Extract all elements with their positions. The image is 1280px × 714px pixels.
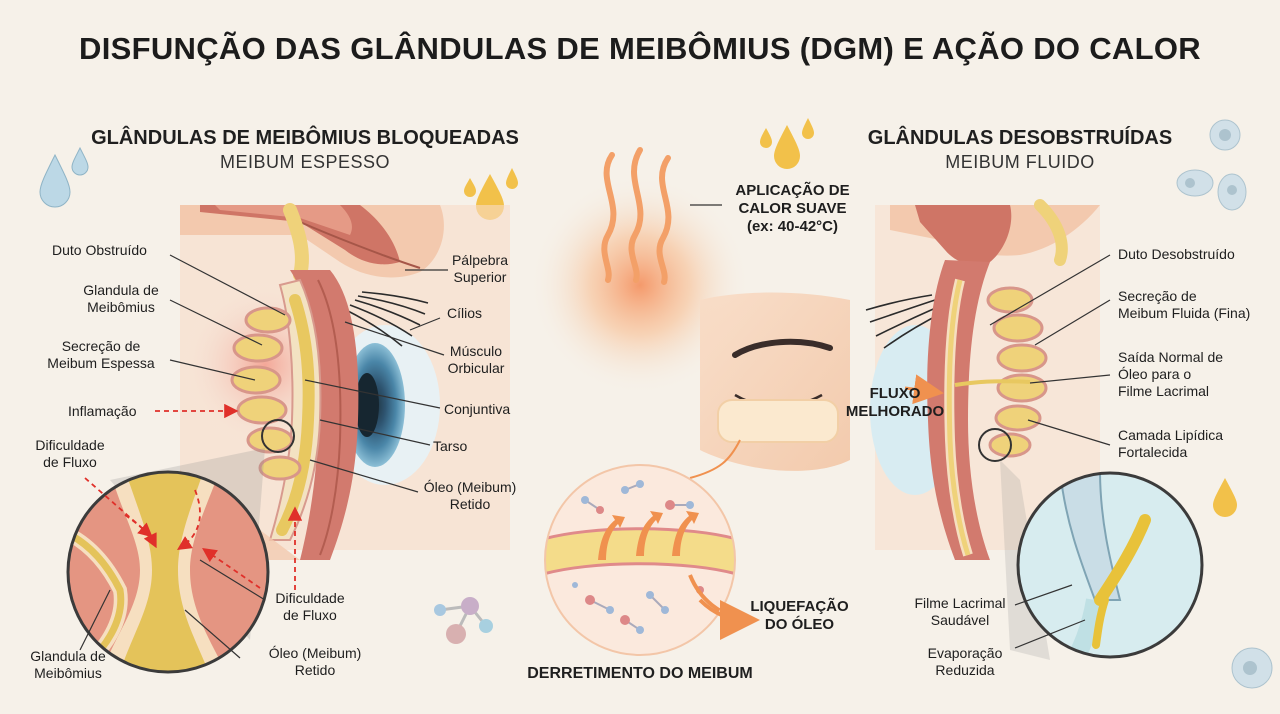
label-lashes: Cílios <box>447 305 483 321</box>
label-lipid-layer: Camada Lipídica Fortalecida <box>1118 427 1224 460</box>
label-tarsus: Tarso <box>433 438 468 454</box>
face <box>689 292 850 479</box>
zoom-label-reduced-evaporation: Evaporação Reduzida <box>927 645 1003 678</box>
left-subheading: MEIBUM ESPESSO <box>219 152 391 172</box>
zoom-label-flow-difficulty: Dificuldade de Fluxo <box>275 590 345 623</box>
melting-zoom-circle <box>544 464 760 656</box>
right-zoom-circle <box>1016 471 1204 659</box>
zoom-label-retained-oil: Óleo (Meibum) Retido <box>268 645 362 678</box>
cell-icon <box>1176 119 1273 689</box>
zoom-label-gland: Glandula de Meibômius <box>30 648 106 681</box>
label-flow-difficulty: Dificuldade de Fluxo <box>35 437 105 470</box>
leader-lines <box>79 204 1111 659</box>
label-duct-clear: Duto Desobstruído <box>1118 246 1235 262</box>
left-heading: GLÂNDULAS DE MEIBÔMIUS BLOQUEADAS <box>91 127 519 149</box>
label-thick-secretion: Secreção de Meibum Espessa <box>47 338 155 371</box>
flow-difficulty-arrows <box>84 403 303 590</box>
label-upper-eyelid: Pálpebra Superior <box>451 252 509 285</box>
heat-source <box>530 147 750 395</box>
label-meibum-melting: DERRETIMENTO DO MEIBUM <box>527 665 753 682</box>
label-duct-obstructed: Duto Obstruído <box>52 242 147 258</box>
label-normal-oil-exit: Saída Normal de Óleo para o Filme Lacrim… <box>1118 349 1224 399</box>
label-gland: Glandula de Meibômius <box>83 282 159 315</box>
page-title: DISFUNÇÃO DAS GLÂNDULAS DE MEIBÔMIUS (DG… <box>79 31 1201 66</box>
label-fluid-secretion: Secreção de Meibum Fluida (Fina) <box>1118 288 1251 321</box>
right-subheading: MEIBUM FLUIDO <box>945 152 1095 172</box>
left-zoom-circle <box>66 470 270 674</box>
label-inflammation: Inflamação <box>68 403 137 419</box>
label-improved-flow: FLUXO MELHORADO <box>845 385 945 420</box>
label-retained-oil: Óleo (Meibum) Retido <box>423 479 517 512</box>
label-oil-liquefaction: LIQUEFAÇÃO DO ÓLEO <box>750 598 849 633</box>
zoom-label-tear-film: Filme Lacrimal Saudável <box>914 595 1006 628</box>
label-orbicular-muscle: Músculo Orbicular <box>447 343 505 376</box>
right-heading: GLÂNDULAS DESOBSTRUÍDAS <box>867 127 1173 149</box>
label-conjunctiva: Conjuntiva <box>444 401 511 417</box>
label-heat-application: APLICAÇÃO DE CALOR SUAVE (ex: 40-42°C) <box>735 182 850 235</box>
molecule-icon <box>434 597 493 644</box>
